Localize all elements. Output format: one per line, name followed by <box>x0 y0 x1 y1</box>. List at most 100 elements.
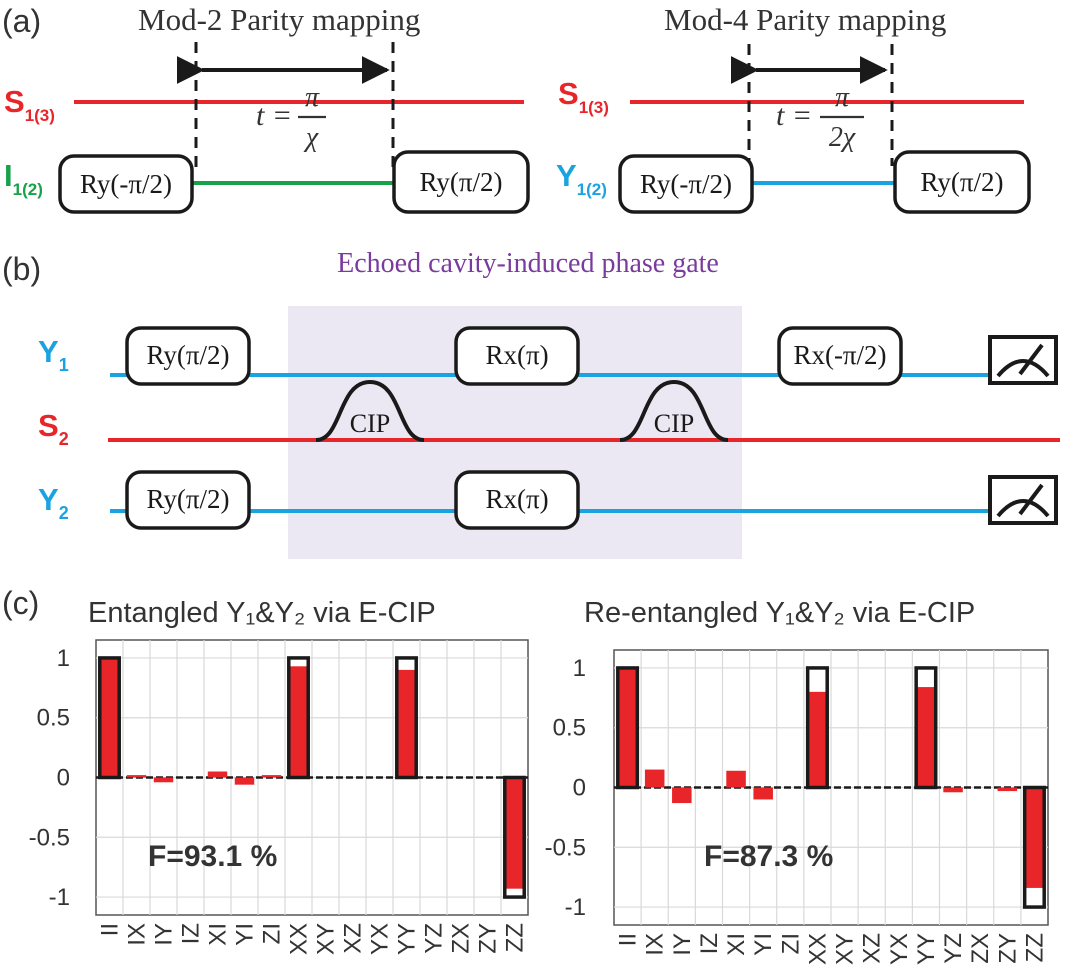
y1-gate-ry: Ry(π/2) <box>125 326 251 386</box>
x-tick-label: XI <box>205 923 232 946</box>
ideal-bar <box>503 775 526 899</box>
svg-text:CIP: CIP <box>654 409 694 438</box>
panel-b-label: (b) <box>2 251 41 287</box>
svg-text:Rx(π): Rx(π) <box>485 484 548 514</box>
ideal-bar <box>287 656 310 780</box>
measured-bar <box>153 777 174 783</box>
x-tick-label: YY <box>913 933 940 965</box>
x-tick-label: IY <box>151 923 178 946</box>
svg-text:Ry(-π/2): Ry(-π/2) <box>80 169 172 199</box>
svg-text:CIP: CIP <box>350 409 390 438</box>
svg-text:π: π <box>835 82 850 113</box>
measured-bar <box>261 775 282 778</box>
mod4-q-label: Y1(2) <box>556 158 607 199</box>
y-tick-label: 0 <box>57 765 70 792</box>
measured-bar <box>943 787 963 793</box>
chart-entangled: Entangled Y₁&Y₂ via E-CIP10.50-0.5-1F=93… <box>29 597 529 955</box>
y-tick-label: 0.5 <box>37 705 70 732</box>
measured-bar <box>504 777 525 889</box>
svg-text:Ry(-π/2): Ry(-π/2) <box>640 169 732 199</box>
svg-text:t =: t = <box>776 99 812 132</box>
svg-text:t =: t = <box>256 99 292 132</box>
y-tick-label: 0.5 <box>553 715 586 742</box>
panel-c-label: (c) <box>2 585 39 621</box>
svg-text:Ry(π/2): Ry(π/2) <box>920 167 1003 197</box>
measured-bar <box>916 687 936 788</box>
cip-pulse-2: CIP <box>619 379 729 442</box>
x-tick-label: YI <box>232 923 259 946</box>
measured-bar <box>1024 787 1045 888</box>
x-tick-label: XX <box>804 933 831 965</box>
measured-bar <box>617 667 638 788</box>
ideal-bar <box>1022 785 1046 909</box>
x-tick-label: IZ <box>178 923 205 944</box>
x-tick-label: XZ <box>859 933 886 964</box>
measured-bar <box>126 775 147 778</box>
panel-b: (b) Echoed cavity-induced phase gate Y1 … <box>2 248 1060 559</box>
x-tick-label: YI <box>750 933 777 956</box>
x-tick-label: ZZ <box>1021 933 1048 962</box>
mod2-s-label: S1(3) <box>4 84 55 125</box>
chart-reentangled: Re-entangled Y₁&Y₂ via E-CIP10.50-0.5-1F… <box>545 597 1049 965</box>
meter-icon <box>988 475 1058 525</box>
panel-c: (c) Entangled Y₁&Y₂ via E-CIP 1 0.5 0 -0.5 -1… <box>2 585 1049 965</box>
x-tick-label: XY <box>313 923 340 955</box>
x-tick-label: XZ <box>340 923 367 954</box>
x-tick-label: II <box>97 923 124 936</box>
x-tick-label: ZY <box>475 923 502 954</box>
ideal-bar <box>98 656 121 780</box>
y1-gate-rx-neg: Rx(-π/2) <box>777 326 903 386</box>
mod4-title: Mod-4 Parity mapping <box>664 2 946 37</box>
chart-title: Re-entangled Y₁&Y₂ via E-CIP <box>584 597 975 629</box>
y2-gate-rx: Rx(π) <box>454 470 580 530</box>
y-tick-label: -0.5 <box>29 824 70 851</box>
svg-text:Ry(π/2): Ry(π/2) <box>146 484 229 514</box>
ideal-bar <box>616 666 640 790</box>
y-tick-label: 1 <box>57 645 70 672</box>
meter-icon <box>988 335 1058 385</box>
x-tick-label: ZX <box>967 933 994 964</box>
svg-text:π: π <box>305 82 320 113</box>
y2-gate-ry: Ry(π/2) <box>125 470 251 530</box>
mod4-gate-ry-pos: Ry(π/2) <box>893 150 1031 214</box>
x-tick-label: IY <box>669 933 696 956</box>
measured-bar <box>672 787 692 804</box>
x-tick-label: YY <box>394 923 421 955</box>
x-tick-label: YZ <box>940 933 967 964</box>
x-tick-label: IX <box>642 933 669 956</box>
x-tick-label: YZ <box>421 923 448 954</box>
x-tick-label: IZ <box>696 933 723 954</box>
ideal-bar <box>805 666 829 790</box>
ideal-bar <box>395 656 418 780</box>
x-tick-label: ZI <box>777 933 804 954</box>
svg-text:Ry(π/2): Ry(π/2) <box>146 340 229 370</box>
mod2-q-label: I1(2) <box>4 158 43 199</box>
y-tick-label: -0.5 <box>545 834 586 861</box>
x-tick-label: YX <box>367 923 394 955</box>
cip-pulse-1: CIP <box>315 379 425 442</box>
mod4-diagram: Mod-4 Parity mapping S1(3) Y1(2) t = π 2… <box>556 2 1031 214</box>
mod2-diagram: Mod-2 Parity mapping S1(3) I1(2) t = π χ… <box>4 2 530 214</box>
svg-text:Ry(π/2): Ry(π/2) <box>419 167 502 197</box>
mod4-time-formula: t = π 2χ <box>776 82 864 153</box>
svg-text:χ: χ <box>303 122 319 153</box>
x-tick-label: XI <box>723 933 750 956</box>
x-tick-label: XX <box>286 923 313 955</box>
x-tick-label: XY <box>832 933 859 965</box>
measured-bar <box>644 769 665 788</box>
x-tick-label: ZZ <box>502 923 529 952</box>
ideal-bar <box>914 666 938 790</box>
measured-bar <box>807 691 828 788</box>
y-tick-label: 1 <box>573 655 586 682</box>
y-tick-label: -1 <box>49 884 70 911</box>
fidelity-label: F=87.3 % <box>704 840 833 873</box>
mod2-time-formula: t = π χ <box>256 82 326 153</box>
s2-label: S2 <box>38 408 69 449</box>
y1-label: Y1 <box>38 334 69 375</box>
y2-label: Y2 <box>38 482 69 523</box>
mod2-title: Mod-2 Parity mapping <box>138 2 420 37</box>
panel-a-label: (a) <box>2 3 41 39</box>
mod2-gate-ry-neg: Ry(-π/2) <box>58 154 194 214</box>
chart-title: Entangled Y₁&Y₂ via E-CIP <box>88 597 436 629</box>
